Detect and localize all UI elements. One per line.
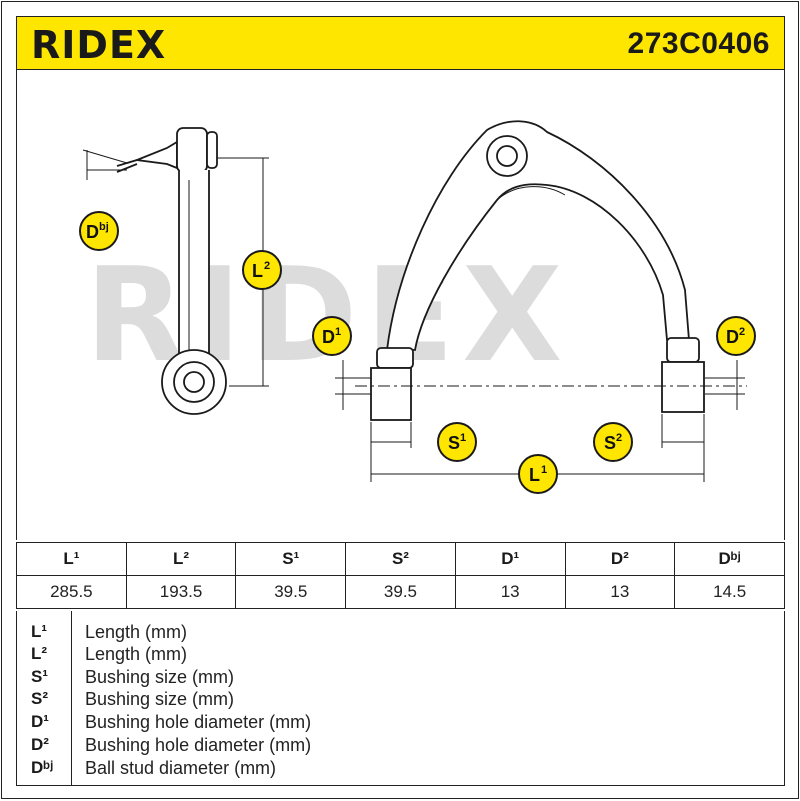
legend-row: S¹ Bushing size (mm)	[17, 666, 784, 688]
legend-description: Ball stud diameter (mm)	[85, 758, 277, 778]
svg-text:S: S	[448, 433, 460, 453]
badge-s2: S 2	[593, 422, 633, 462]
spec-table: L¹ L² S¹ S² D¹ D² Dᵇʲ 285.5 193.5 39.5 3…	[16, 542, 785, 609]
legend-symbol: S²	[31, 689, 48, 708]
d-dimensions	[335, 360, 745, 410]
spec-header-cell: D¹	[454, 542, 566, 576]
badge-d2: D 2	[716, 316, 756, 356]
spec-value-cell: 285.5	[16, 575, 127, 609]
spec-value-cell: 13	[564, 575, 676, 609]
brand-logo-text: RIDEX	[31, 25, 166, 63]
legend-description: Bushing size (mm)	[85, 689, 235, 709]
legend: L¹ Length (mm) L² Length (mm) S¹ Bushing…	[16, 611, 785, 786]
legend-description: Bushing hole diameter (mm)	[85, 735, 312, 755]
svg-text:L: L	[252, 261, 263, 281]
badge-l2: L 2	[242, 250, 282, 290]
watermark: RIDEX	[85, 239, 570, 391]
badge-d1: D 1	[312, 316, 352, 356]
svg-text:2: 2	[264, 260, 270, 272]
svg-text:2: 2	[616, 432, 622, 444]
svg-text:D: D	[86, 222, 99, 242]
legend-row: S² Bushing size (mm)	[17, 688, 784, 710]
spec-header-cell: L¹	[16, 542, 127, 576]
spec-value-cell: 13	[454, 575, 566, 609]
svg-text:1: 1	[541, 464, 547, 476]
spec-header-cell: S¹	[235, 542, 347, 576]
legend-row: D² Bushing hole diameter (mm)	[17, 734, 784, 756]
legend-symbol: L²	[31, 644, 48, 663]
spec-header-cell: L²	[125, 542, 237, 576]
legend-symbol: D¹	[31, 712, 49, 731]
svg-text:2: 2	[739, 326, 745, 338]
legend-row: D¹ Bushing hole diameter (mm)	[17, 711, 784, 733]
legend-description: Bushing size (mm)	[85, 667, 235, 687]
legend-symbol: S¹	[31, 667, 48, 686]
svg-text:D: D	[322, 327, 335, 347]
brand-logo: RIDEX	[31, 25, 166, 63]
spec-value-cell: 39.5	[235, 575, 347, 609]
spec-header-cell: S²	[345, 542, 456, 576]
side-view	[116, 127, 227, 415]
legend-description: Length (mm)	[85, 644, 188, 664]
legend-row: L² Length (mm)	[17, 643, 784, 665]
legend-row: Dᵇʲ Ball stud diameter (mm)	[17, 757, 784, 779]
technical-drawing: RIDEX	[16, 70, 785, 540]
legend-description: Bushing hole diameter (mm)	[85, 712, 312, 732]
legend-symbol: Dᵇʲ	[31, 758, 54, 777]
spec-value-cell: 193.5	[125, 575, 237, 609]
svg-text:D: D	[726, 327, 739, 347]
svg-text:bj: bj	[99, 221, 109, 233]
front-view	[370, 120, 705, 421]
svg-text:L: L	[529, 465, 540, 485]
spec-value-row: 285.5 193.5 39.5 39.5 13 13 14.5	[16, 575, 785, 609]
part-number: 273C0406	[627, 27, 770, 60]
svg-text:S: S	[604, 433, 616, 453]
legend-symbol: D²	[31, 735, 49, 754]
dbj-dimension	[82, 149, 128, 180]
header-bar: RIDEX 273C0406	[16, 16, 785, 70]
spec-header-row: L¹ L² S¹ S² D¹ D² Dᵇʲ	[16, 542, 785, 576]
spec-value-cell: 14.5	[674, 575, 785, 609]
legend-symbol: L¹	[31, 622, 48, 641]
spec-header-cell: Dᵇʲ	[674, 542, 785, 576]
spec-value-cell: 39.5	[345, 575, 456, 609]
spec-header-cell: D²	[564, 542, 676, 576]
badge-l1: L 1	[518, 454, 558, 494]
legend-row: L¹ Length (mm)	[17, 621, 784, 643]
legend-description: Length (mm)	[85, 622, 188, 642]
legend-divider	[71, 611, 72, 785]
svg-text:1: 1	[335, 326, 341, 338]
badge-dbj: D bj	[79, 211, 119, 251]
badge-s1: S 1	[437, 422, 477, 462]
control-arm-drawing: RIDEX	[79, 120, 756, 494]
svg-text:1: 1	[460, 432, 466, 444]
